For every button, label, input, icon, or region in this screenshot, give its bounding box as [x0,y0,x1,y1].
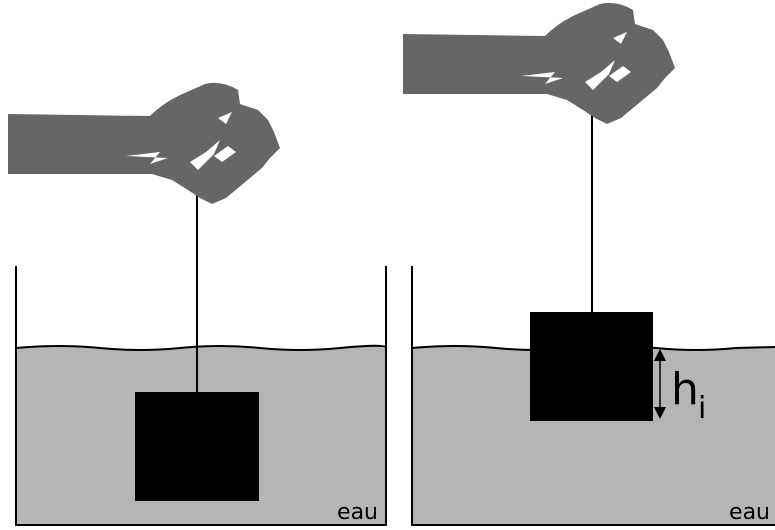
left-panel: eau [8,82,387,526]
height-arrow [654,349,666,419]
right-liquid-label: eau [729,500,770,525]
height-label-subscript: i [698,391,706,426]
left-beaker [15,266,387,526]
left-hand-icon [8,82,280,204]
right-block [530,312,653,421]
left-water-surface [15,344,387,351]
height-label: h [671,364,699,415]
right-water [412,346,775,525]
left-liquid-label: eau [337,500,378,525]
right-panel: h i eau [403,2,775,526]
left-block [135,392,259,501]
right-hand-icon [403,2,675,124]
right-beaker [411,266,775,526]
